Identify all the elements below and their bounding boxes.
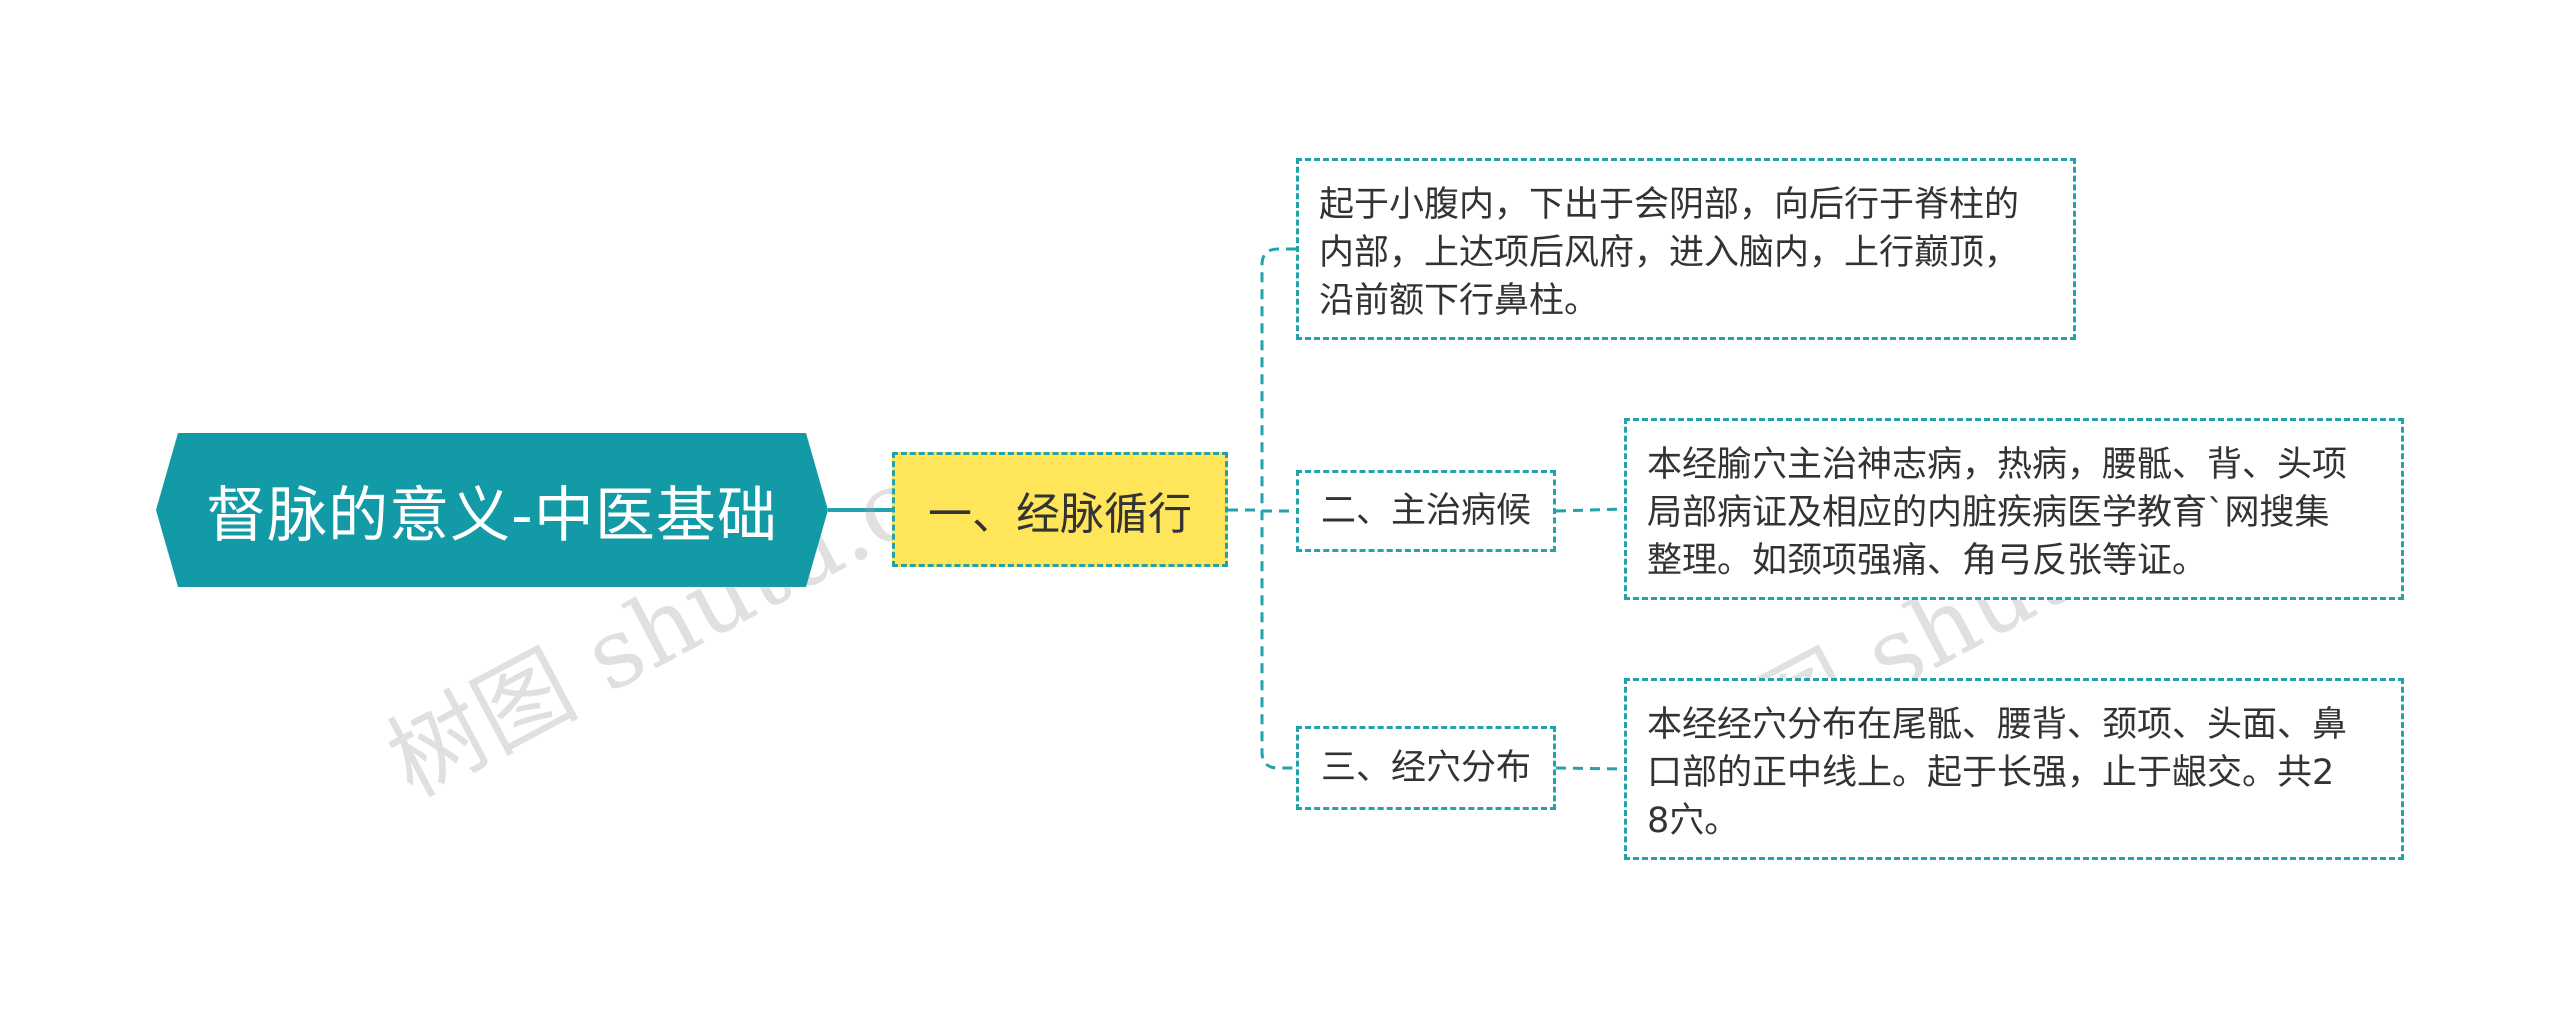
connector-l2c-l3b <box>1555 766 1625 771</box>
connector-l2b-l3a <box>1555 507 1625 513</box>
branch-node-indications[interactable]: 二、主治病候 <box>1296 470 1556 552</box>
branch-node-acupoints[interactable]: 三、经穴分布 <box>1296 726 1556 810</box>
detail-node-indications[interactable]: 本经腧穴主治神志病，热病，腰骶、背、头项 局部病证及相应的内脏疾病医学教育`网搜… <box>1624 418 2404 600</box>
root-hexagon-shape <box>156 433 828 587</box>
level1-node[interactable]: 一、经脉循行 <box>892 452 1228 567</box>
connector-trunk <box>1260 247 1296 770</box>
detail-node-acupoints[interactable]: 本经经穴分布在尾骶、腰背、颈项、头面、鼻 口部的正中线上。起于长强，止于龈交。共… <box>1624 678 2404 860</box>
branch-node-meridian-path[interactable]: 起于小腹内，下出于会阴部，向后行于脊柱的 内部，上达项后风府，进入脑内，上行巅顶… <box>1296 158 2076 340</box>
root-node[interactable]: 督脉的意义-中医基础 <box>156 433 828 587</box>
root-label: 督脉的意义-中医基础 <box>206 480 778 551</box>
